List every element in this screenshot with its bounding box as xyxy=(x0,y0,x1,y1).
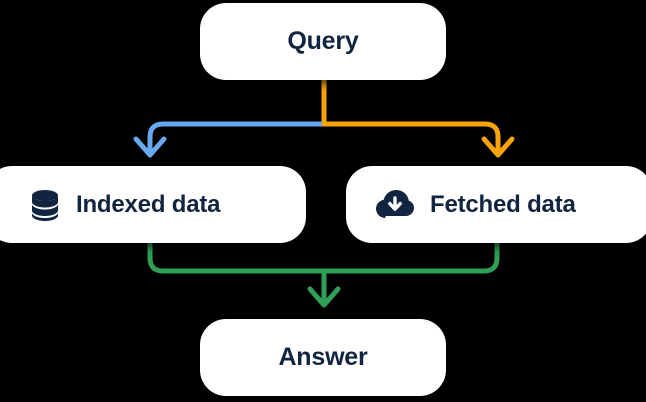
edge-fetched-to-answer xyxy=(321,240,500,274)
node-answer[interactable]: Answer xyxy=(200,319,446,396)
node-query-label: Query xyxy=(287,27,359,55)
node-indexed-data-label: Indexed data xyxy=(76,190,221,218)
edge-query-to-indexed-arrowhead xyxy=(133,136,167,158)
database-icon xyxy=(30,189,60,221)
node-fetched-data[interactable]: Fetched data xyxy=(346,166,646,243)
edge-query-to-fetched xyxy=(321,121,501,156)
node-indexed-data[interactable]: Indexed data xyxy=(0,166,306,243)
edge-query-to-fetched-arrowhead xyxy=(481,136,515,158)
node-query[interactable]: Query xyxy=(200,3,446,80)
cloud-download-icon xyxy=(376,189,414,220)
node-fetched-data-label: Fetched data xyxy=(430,190,576,218)
node-answer-label: Answer xyxy=(278,343,368,371)
edge-query-to-indexed xyxy=(147,121,327,156)
edge-indexed-to-answer xyxy=(147,240,327,274)
edge-answer-arrowhead xyxy=(307,286,341,308)
